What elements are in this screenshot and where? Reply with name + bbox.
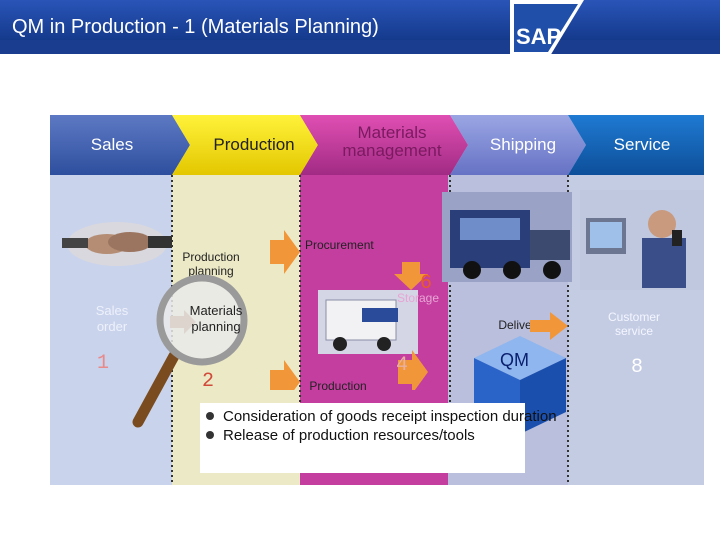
service-agent-photo (580, 190, 704, 290)
truck-photo (442, 192, 572, 282)
banner-sales (50, 115, 190, 175)
banner-shipping (450, 115, 586, 175)
sap-logo-text: SAP (516, 24, 561, 49)
service-column (568, 115, 704, 485)
bullet-item-1: Consideration of goods receipt inspectio… (200, 407, 557, 426)
banner-service (568, 115, 704, 175)
step-customer-service: Customer service (607, 310, 660, 339)
handshake-photo (62, 222, 172, 266)
banner-production (172, 115, 318, 175)
magnifier-icon (132, 274, 248, 428)
banner-label-shipping: Shipping (489, 135, 557, 154)
banner-label-materials: Materials management (342, 123, 442, 160)
step-number-8: 8 (631, 356, 644, 379)
forklift-photo (318, 290, 418, 354)
step-number-6: 6 (420, 272, 433, 295)
step-sales-order: Sales order (95, 303, 129, 334)
sap-logo: SAP (510, 0, 584, 56)
step-number-2: 2 (202, 370, 215, 393)
title-band (0, 0, 720, 40)
step-number-1: 1 (97, 352, 110, 375)
title-bar (0, 0, 720, 54)
step-number-4: 4 (396, 354, 409, 377)
qm-label: QM (500, 350, 529, 370)
bullet-text-1: Consideration of goods receipt inspectio… (223, 408, 557, 425)
bullet-dot (206, 431, 214, 440)
banner-label-sales: Sales (90, 135, 134, 154)
sales-column (50, 115, 172, 485)
bullet-box: Consideration of goods receipt inspectio… (200, 403, 557, 473)
process-banner (50, 115, 704, 175)
step-production: Production (309, 379, 367, 393)
step-procurement: Procurement (305, 238, 374, 252)
bullet-text-2: Release of production resources/tools (223, 427, 475, 444)
page-title: QM in Production - 1 (Materials Planning… (12, 16, 379, 38)
banner-materials (300, 115, 468, 175)
qm-cube-icon (474, 336, 566, 434)
banner-label-production: Production (213, 135, 295, 154)
step-materials-planning: Materials planning (189, 303, 243, 334)
bullet-dot (206, 412, 214, 421)
bullet-item-2: Release of production resources/tools (200, 426, 525, 445)
banner-label-service: Service (613, 135, 671, 154)
step-storage: Storage (396, 291, 440, 305)
